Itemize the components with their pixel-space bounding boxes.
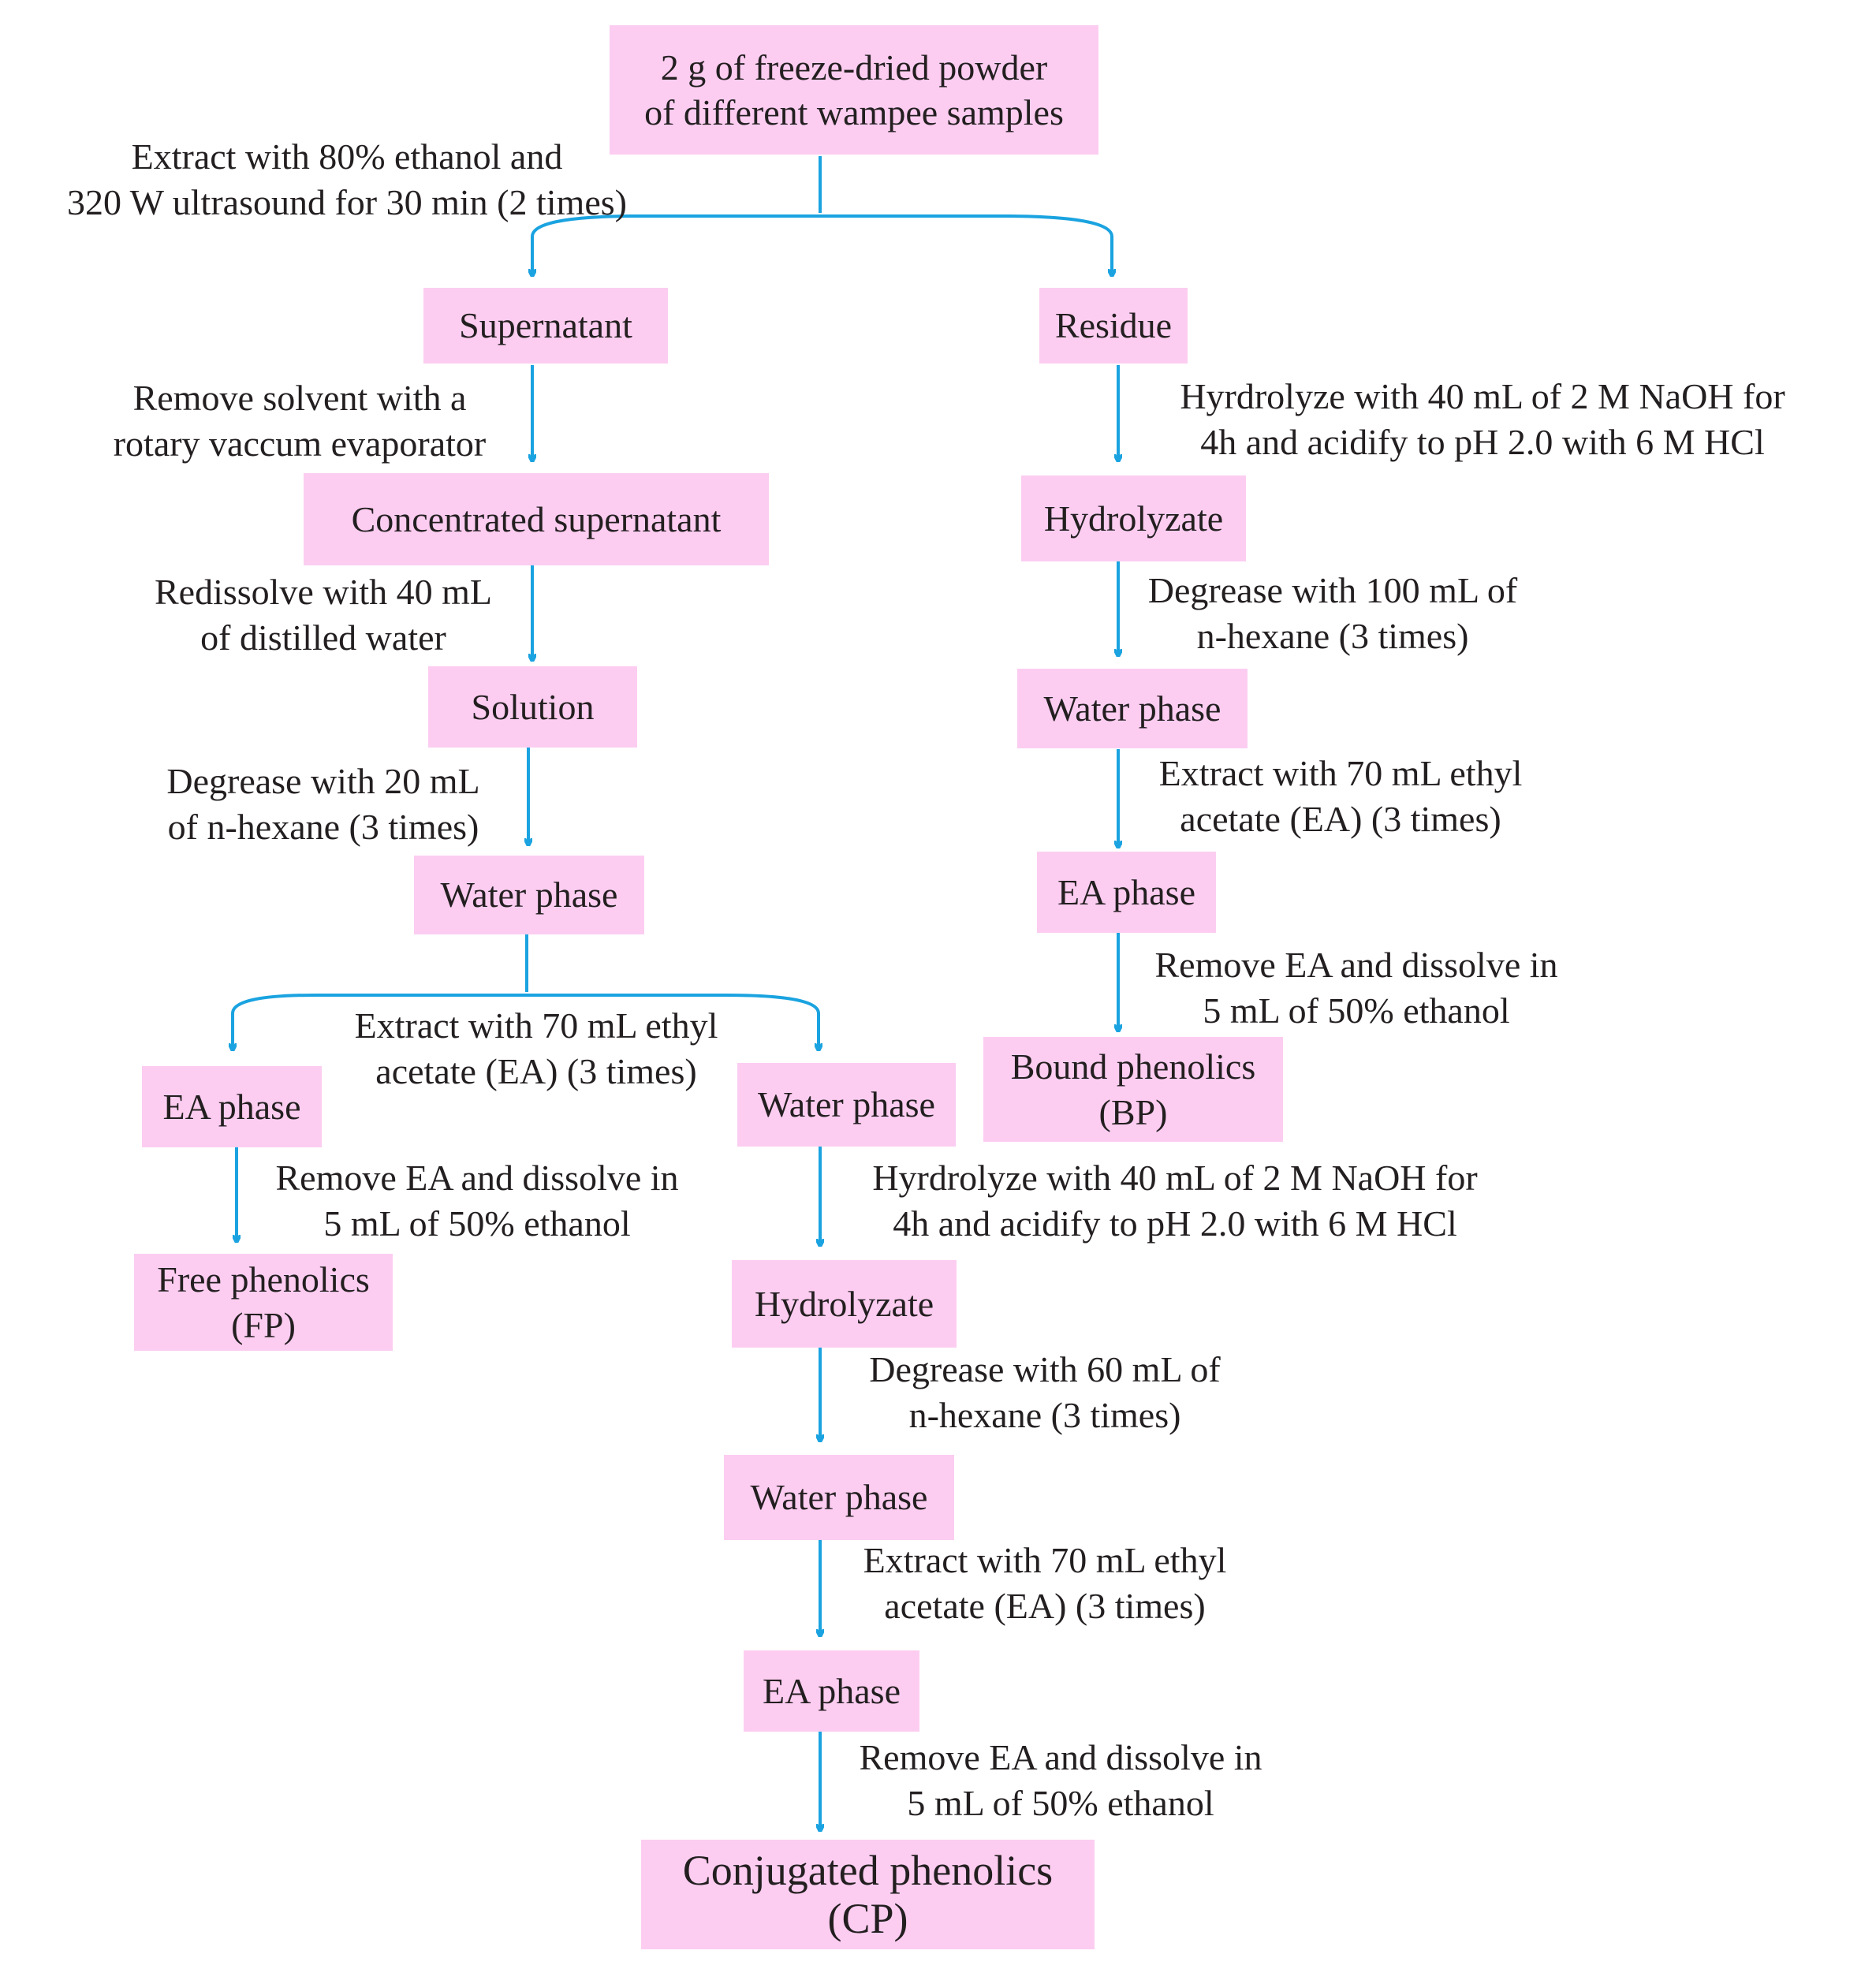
bound-phenolics-line-1: Bound phenolics xyxy=(1010,1046,1256,1087)
arrow-split-bracket-2 xyxy=(231,994,820,1046)
water-phase-conj-1-box: Water phase xyxy=(737,1063,956,1147)
ea-phase-conj-box: EA phase xyxy=(744,1650,919,1732)
note-hydrolyze-bound-line-2: 4h and acidify to pH 2.0 with 6 M HCl xyxy=(1200,422,1765,463)
bound-phenolics-box: Bound phenolics(BP) xyxy=(983,1037,1283,1142)
note-extract-ethanol: Extract with 80% ethanol and 320 W ultra… xyxy=(16,134,678,226)
note-degrease-100: Degrease with 100 mL of n-hexane (3 time… xyxy=(1120,568,1546,660)
note-remove-ea-conj-line-2: 5 mL of 50% ethanol xyxy=(907,1783,1214,1824)
free-phenolics-line-2: (FP) xyxy=(231,1304,296,1345)
note-hydrolyze-bound: Hyrdrolyze with 40 mL of 2 M NaOH for 4h… xyxy=(1120,374,1845,466)
note-degrease-20: Degrease with 20 mL of n-hexane (3 times… xyxy=(130,759,517,851)
note-remove-ea-conj-line-1: Remove EA and dissolve in xyxy=(859,1737,1262,1777)
note-degrease-60: Degrease with 60 mL of n-hexane (3 times… xyxy=(824,1347,1266,1439)
note-remove-solvent: Remove solvent with a rotary vaccum evap… xyxy=(71,375,528,468)
note-degrease-60-line-2: n-hexane (3 times) xyxy=(908,1395,1181,1436)
note-remove-solvent-line-1: Remove solvent with a xyxy=(132,378,467,418)
free-phenolics-box: Free phenolics(FP) xyxy=(134,1254,393,1351)
note-extract-ea-free: Extract with 70 mL ethyl acetate (EA) (3… xyxy=(315,1003,757,1095)
note-extract-ethanol-line-2: 320 W ultrasound for 30 min (2 times) xyxy=(67,182,627,223)
note-extract-ea-bound-line-2: acetate (EA) (3 times) xyxy=(1180,799,1501,840)
bound-phenolics-line-2: (BP) xyxy=(1098,1091,1168,1132)
note-hydrolyze-conj-line-2: 4h and acidify to pH 2.0 with 6 M HCl xyxy=(893,1203,1457,1244)
water-phase-conj-2-box: Water phase xyxy=(724,1455,954,1540)
water-phase-1-box: Water phase xyxy=(414,856,644,934)
note-remove-ea-conj: Remove EA and dissolve in 5 mL of 50% et… xyxy=(824,1735,1297,1827)
conjugated-phenolics-line-1: Conjugated phenolics xyxy=(682,1847,1054,1895)
note-remove-ea-bound: Remove EA and dissolve in 5 mL of 50% et… xyxy=(1120,942,1593,1035)
start-line-2: of different wampee samples xyxy=(644,92,1064,132)
note-remove-ea-free-line-2: 5 mL of 50% ethanol xyxy=(323,1203,631,1244)
conjugated-phenolics-box: Conjugated phenolics(CP) xyxy=(641,1840,1095,1949)
note-extract-ea-conj-line-1: Extract with 70 mL ethyl xyxy=(863,1540,1227,1580)
note-remove-ea-free-line-1: Remove EA and dissolve in xyxy=(275,1158,679,1198)
solution-box: Solution xyxy=(428,666,637,748)
note-redissolve: Redissolve with 40 mL of distilled water xyxy=(110,569,536,662)
note-remove-solvent-line-2: rotary vaccum evaporator xyxy=(113,423,487,464)
note-extract-ea-conj-line-2: acetate (EA) (3 times) xyxy=(884,1586,1206,1627)
note-redissolve-line-1: Redissolve with 40 mL xyxy=(154,572,493,612)
note-remove-ea-bound-line-1: Remove EA and dissolve in xyxy=(1154,945,1558,985)
supernatant-box: Supernatant xyxy=(423,288,668,364)
water-phase-bound-box: Water phase xyxy=(1017,669,1248,748)
note-degrease-20-line-2: of n-hexane (3 times) xyxy=(167,807,479,848)
note-remove-ea-free: Remove EA and dissolve in 5 mL of 50% et… xyxy=(241,1155,714,1247)
hydrolyzate-conj-box: Hydrolyzate xyxy=(732,1260,957,1348)
note-redissolve-line-2: of distilled water xyxy=(200,617,446,658)
note-degrease-100-line-2: n-hexane (3 times) xyxy=(1196,616,1469,657)
start-line-1: 2 g of freeze-dried powder xyxy=(660,47,1048,88)
note-extract-ea-conj: Extract with 70 mL ethyl acetate (EA) (3… xyxy=(824,1538,1266,1630)
note-extract-ea-bound: Extract with 70 mL ethyl acetate (EA) (3… xyxy=(1120,751,1561,843)
note-extract-ea-bound-line-1: Extract with 70 mL ethyl xyxy=(1158,753,1523,793)
arrow-split-bracket xyxy=(531,214,1113,271)
note-hydrolyze-bound-line-1: Hyrdrolyze with 40 mL of 2 M NaOH for xyxy=(1180,376,1785,416)
note-extract-ea-free-line-2: acetate (EA) (3 times) xyxy=(375,1051,697,1092)
residue-box: Residue xyxy=(1039,288,1188,364)
note-hydrolyze-conj: Hyrdrolyze with 40 mL of 2 M NaOH for 4h… xyxy=(820,1155,1530,1247)
hydrolyzate-bound-box: Hydrolyzate xyxy=(1021,475,1246,561)
note-extract-ea-free-line-1: Extract with 70 mL ethyl xyxy=(354,1005,718,1046)
note-degrease-60-line-1: Degrease with 60 mL of xyxy=(869,1349,1221,1389)
note-hydrolyze-conj-line-1: Hyrdrolyze with 40 mL of 2 M NaOH for xyxy=(872,1158,1478,1198)
note-remove-ea-bound-line-2: 5 mL of 50% ethanol xyxy=(1203,990,1510,1031)
note-degrease-100-line-1: Degrease with 100 mL of xyxy=(1147,570,1518,610)
concentrated-supernatant-box: Concentrated supernatant xyxy=(304,473,769,565)
note-extract-ethanol-line-1: Extract with 80% ethanol and xyxy=(131,136,563,177)
ea-phase-free-box: EA phase xyxy=(142,1066,322,1147)
note-degrease-20-line-1: Degrease with 20 mL xyxy=(166,761,480,801)
ea-phase-bound-box: EA phase xyxy=(1037,852,1216,933)
conjugated-phenolics-line-2: (CP) xyxy=(827,1894,908,1942)
free-phenolics-line-1: Free phenolics xyxy=(157,1259,370,1300)
